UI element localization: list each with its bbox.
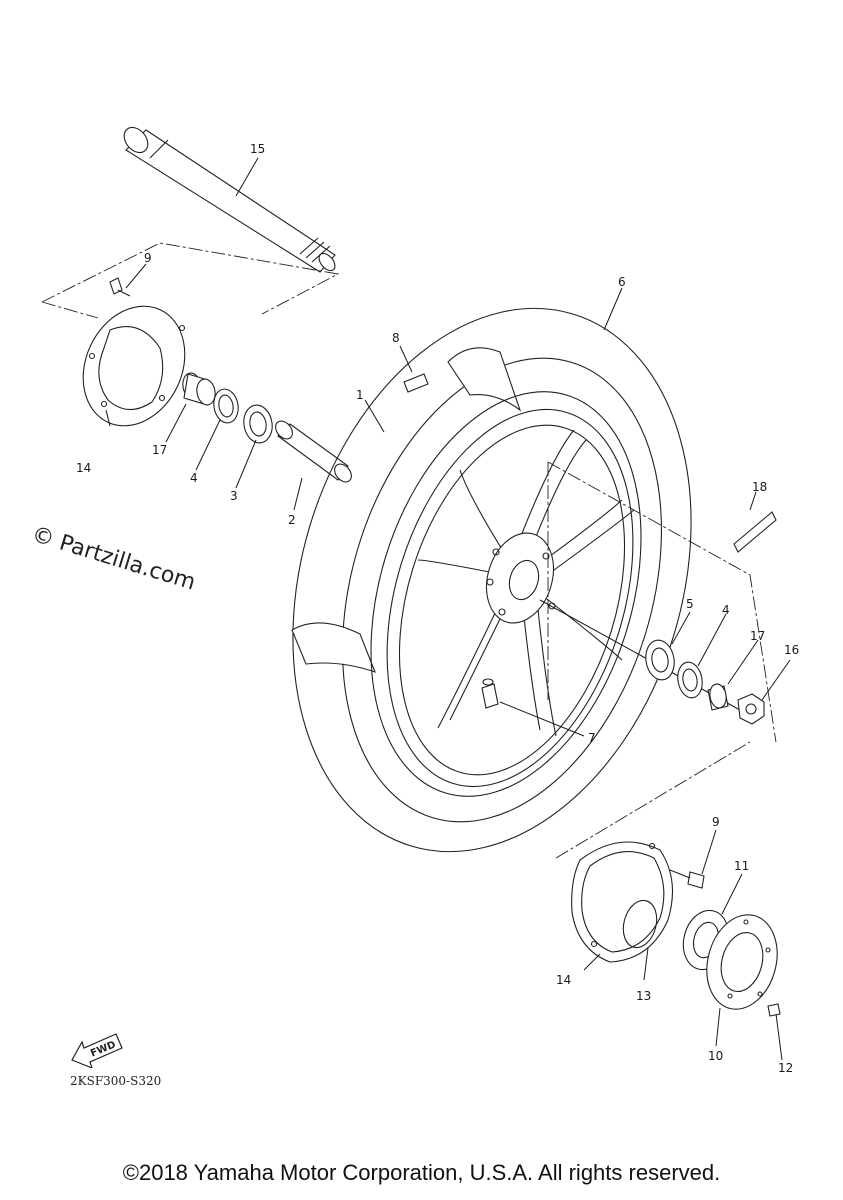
callout-8: 8 [392, 331, 400, 345]
callout-1: 1 [356, 388, 364, 402]
part-bolt-disc[interactable] [767, 1003, 781, 1017]
callout-9-right: 9 [712, 815, 720, 829]
callout-18: 18 [752, 480, 767, 494]
diagram-code: 2KSF300-S320 [70, 1074, 162, 1088]
part-wheel-spokes [417, 429, 635, 737]
callout-15: 15 [250, 142, 265, 156]
callout-14-left: 14 [76, 461, 91, 475]
leader-lines [105, 157, 791, 1061]
callout-14-right: 14 [556, 973, 571, 987]
part-collar-right[interactable] [707, 683, 729, 711]
leader-dashed-right [547, 461, 777, 859]
part-plate-right[interactable] [571, 841, 673, 963]
part-valve[interactable] [481, 678, 499, 709]
part-seal-right[interactable] [675, 660, 705, 700]
part-axle[interactable] [119, 123, 338, 274]
callout-6: 6 [618, 275, 626, 289]
callout-3: 3 [230, 489, 238, 503]
callout-13: 13 [636, 989, 651, 1003]
part-spacer[interactable] [272, 418, 355, 485]
part-bolt-left[interactable] [109, 277, 131, 297]
part-bearing-left[interactable] [241, 403, 275, 445]
callout-4-right: 4 [722, 603, 730, 617]
part-collar-left[interactable] [181, 372, 217, 407]
part-nut[interactable] [737, 693, 765, 725]
part-o-ring[interactable] [618, 897, 661, 952]
part-weight[interactable] [403, 373, 429, 393]
callout-10: 10 [708, 1049, 723, 1063]
copyright-footer: ©2018 Yamaha Motor Corporation, U.S.A. A… [122, 1160, 721, 1185]
callout-17-right: 17 [750, 629, 765, 643]
callout-5: 5 [686, 597, 694, 611]
part-wheel-rim[interactable] [325, 358, 688, 830]
part-brake-disc[interactable] [697, 907, 788, 1017]
callout-4-left: 4 [190, 471, 198, 485]
callout-16: 16 [784, 643, 799, 657]
part-bearing-right[interactable] [643, 638, 678, 682]
axis-line [539, 599, 741, 711]
callout-7: 7 [588, 731, 596, 745]
part-tire[interactable] [229, 259, 755, 902]
part-seal-left[interactable] [211, 387, 241, 425]
leader-dashed-left [41, 242, 340, 319]
callout-17-left: 17 [152, 443, 167, 457]
fwd-arrow-icon: FWD [71, 1033, 123, 1068]
callout-11: 11 [734, 859, 749, 873]
callout-2: 2 [288, 513, 296, 527]
part-bolt-right-upper[interactable] [669, 869, 705, 889]
part-plate-left[interactable] [64, 290, 203, 443]
callout-12: 12 [778, 1061, 793, 1075]
callout-9-left: 9 [144, 251, 152, 265]
callout-labels: 15 9 1 8 6 18 14 17 4 3 2 7 5 4 17 16 9 … [76, 142, 799, 1075]
part-label-tag[interactable] [733, 511, 777, 553]
